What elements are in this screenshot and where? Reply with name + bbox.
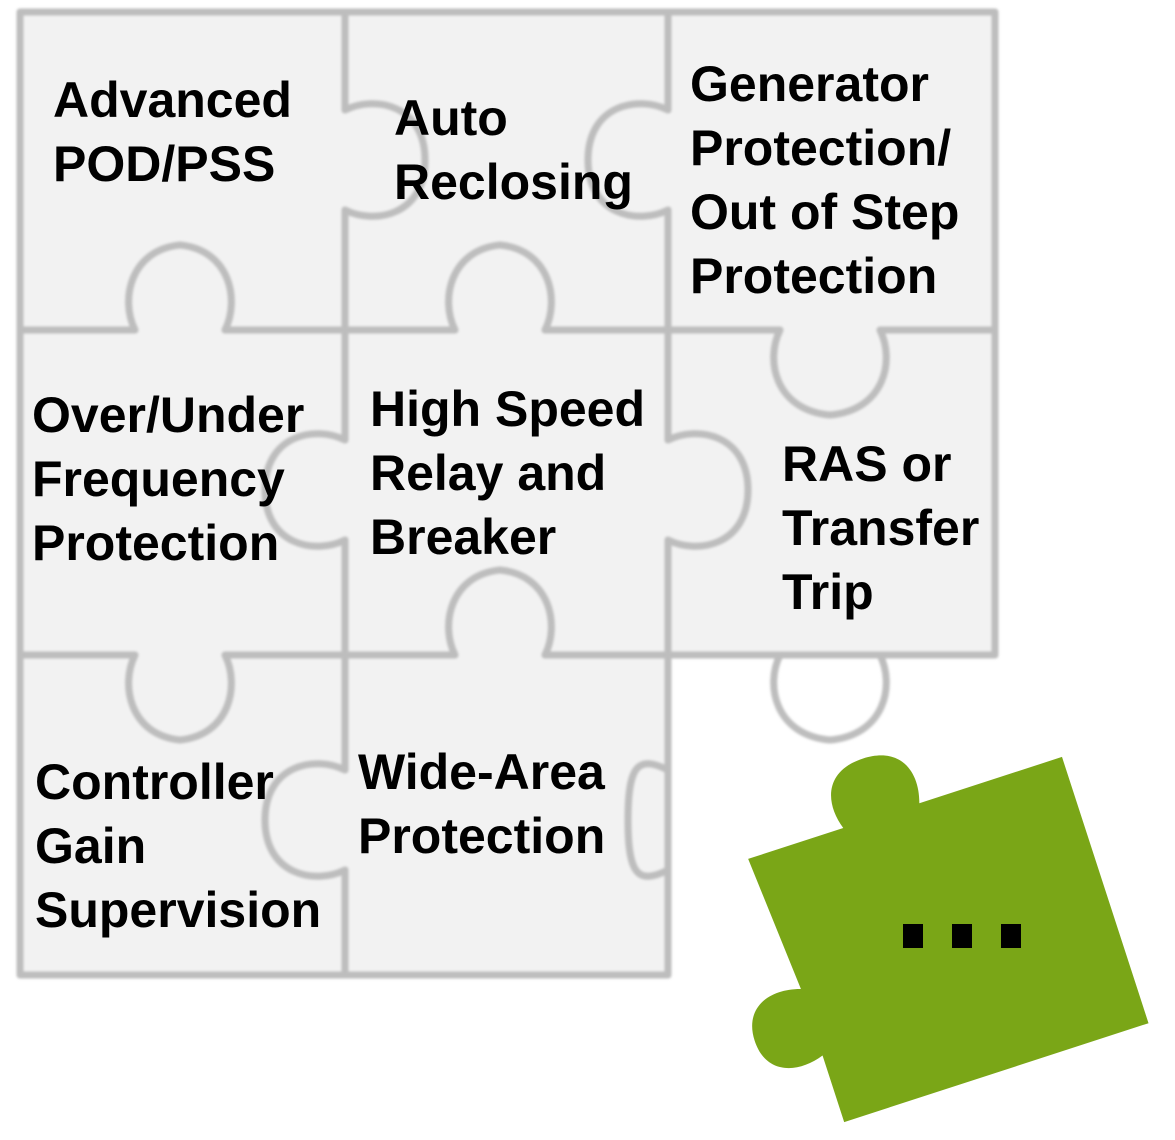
piece-label-generator-protection: Generator Protection/ Out of Step Protec…: [690, 56, 960, 304]
piece-label-ras-transfer-trip: RAS or Transfer Trip: [782, 436, 980, 620]
piece-label-controller-gain: Controller Gain Supervision: [35, 754, 322, 938]
puzzle-seam-v1: [261, 12, 429, 975]
puzzle-seam-v2: [584, 12, 752, 975]
piece-label-over-under-frequency: Over/Under Frequency Protection: [32, 387, 305, 571]
piece-label-high-speed-relay: High Speed Relay and Breaker: [370, 381, 646, 565]
piece-label-advanced-pod-pss: Advanced POD/PSS: [53, 72, 292, 192]
puzzle-piece-icon: [748, 755, 1149, 1123]
piece-label-auto-reclosing: Auto Reclosing: [394, 90, 633, 210]
ellipsis-more: [903, 924, 1021, 950]
puzzle-seam-h1: [20, 241, 995, 419]
ellipsis-dot: [903, 924, 923, 948]
ellipsis-dot: [1001, 924, 1021, 948]
ellipsis-dot: [952, 924, 972, 948]
puzzle-board-background: [20, 12, 995, 975]
puzzle-seam-h2: [20, 566, 995, 744]
piece-label-wide-area-protection: Wide-Area Protection: [358, 744, 606, 864]
